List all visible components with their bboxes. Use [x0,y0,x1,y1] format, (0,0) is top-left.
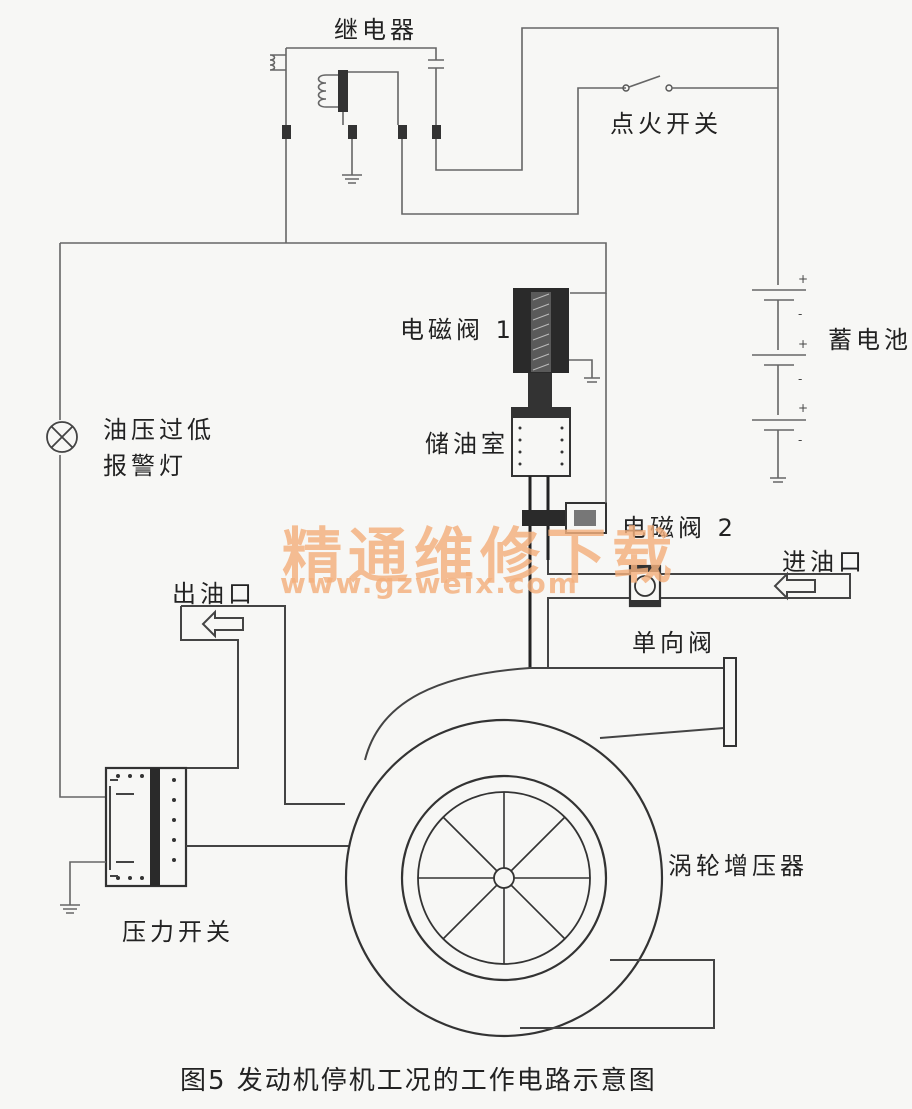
pressure-switch-housing [104,766,188,888]
watermark-text-cn: 精通维修下载 [282,522,678,592]
battery-ground [770,430,786,483]
label-battery: 蓄电池 [828,326,912,354]
relay-contact-arm [326,71,399,125]
relay [269,47,444,184]
label-oil-storage-chamber: 储油室 [425,430,509,458]
battery-cell-1 [752,289,806,301]
battery-minus-3: - [798,433,802,447]
label-check-valve: 单向阀 [632,629,716,657]
wire-relay4-to-top [435,27,779,285]
chamber-pipe-down [528,476,550,668]
relay-terminal-4 [432,125,441,139]
solenoid-valve-1 [513,288,600,408]
warning-lamp-cross [50,425,74,449]
oil-storage-chamber [511,407,571,668]
relay-terminal-2 [348,125,357,139]
battery-minus-2: - [798,372,802,386]
valve-2-spool [522,510,566,526]
inlet-arrow [773,571,816,601]
solenoid-1-ground [569,359,600,383]
battery-cell-2 [752,354,806,366]
battery: + - + - + - [752,272,808,483]
pressure-switch-ground [60,861,106,914]
label-turbocharger: 涡轮增压器 [668,852,808,880]
relay-main-coil [317,74,327,108]
battery-plus-1: + [798,272,808,286]
solenoid-1-plunger [528,373,552,408]
check-valve-cap-top [630,566,660,572]
ignition-switch-contact-left [622,84,630,92]
turbo-wheel [400,774,608,982]
relay-left-coil [269,54,286,71]
chamber-body [511,407,571,477]
relay-terminal-1 [282,125,291,139]
chamber-dots [518,426,564,466]
warning-lamp [46,421,78,453]
pressure-switch-contacts [109,779,134,877]
pressure-switch [60,766,350,914]
solenoid-1-slot [531,292,551,372]
battery-plus-3: + [798,401,808,415]
oil-outlet-line [180,605,345,805]
outlet-pipe [180,605,345,805]
battery-cell-3 [752,419,806,431]
relay-core [338,70,348,112]
label-pressure-switch: 压力开关 [122,918,234,946]
label-oil-outlet: 出油口 [172,580,256,608]
figure-caption: 图5 发动机停机工况的工作电路示意图 [180,1066,657,1096]
relay-frame [285,47,437,125]
outlet-arrow [201,609,244,639]
valve-2-box [565,502,607,534]
label-solenoid-valve-2: 电磁阀 2 [622,514,737,542]
turbocharger [344,657,737,1038]
solenoid-1-coil-hatch [532,293,550,371]
relay-ground [342,139,362,184]
oil-inlet-line [547,560,851,668]
valve-2-inner [574,510,596,526]
label-solenoid-valve-1: 电磁阀 1 [400,316,515,344]
label-oil-inlet: 进油口 [782,548,866,576]
label-warning-lamp-line1: 油压过低 [103,416,215,444]
inlet-pipe-upper [547,560,851,668]
turbo-outlet-flange [723,657,737,747]
check-valve-ball [634,575,656,597]
ignition-wiring [401,27,779,285]
wire-main-loop [60,242,607,294]
ignition-switch-lever [628,75,661,88]
label-ignition-switch: 点火开关 [610,110,722,138]
turbo-exhaust [520,959,715,1029]
ignition-switch-contact-right [665,84,673,92]
relay-terminal-3 [398,125,407,139]
battery-plus-2: + [798,337,808,351]
pressure-switch-diaphragm [150,768,160,886]
check-valve-cap-bottom [630,600,660,606]
label-relay: 继电器 [334,16,418,44]
chamber-top-plate [512,408,570,418]
turbo-spokes [418,792,590,964]
wire-left-vertical [59,243,106,798]
relay-capacitor [428,59,444,125]
pressure-switch-dots [116,774,176,880]
watermark-url: www.gzweix.com [280,567,579,600]
main-wiring [46,139,607,798]
wire-relay3-to-switch [401,87,626,215]
label-warning-lamp-line2: 报警灯 [103,452,187,480]
solenoid-valve-2 [522,293,607,560]
battery-minus-1: - [798,307,802,321]
turbo-scroll [344,718,664,1038]
